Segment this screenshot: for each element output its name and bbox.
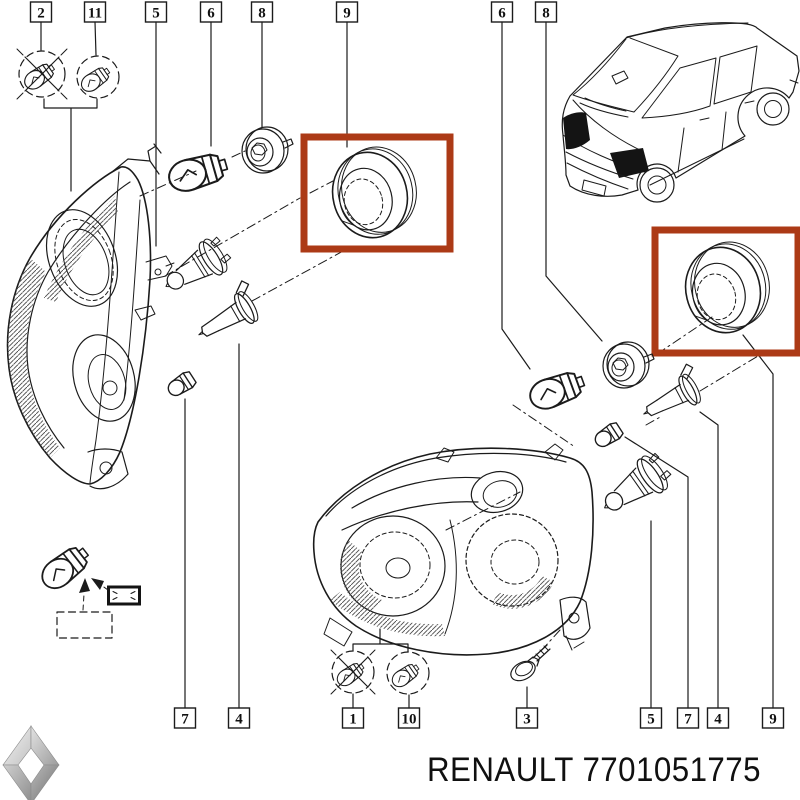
callout-label: 9: [343, 6, 351, 22]
indicator-bulb-left: [164, 148, 232, 197]
callout-box: 5: [144, 1, 168, 23]
callout-box: 11: [83, 1, 107, 23]
blacked-headlight-right: [610, 148, 649, 178]
highlight-box-left: [300, 133, 454, 253]
mounting-screw: [510, 644, 551, 682]
callout-label: 6: [207, 6, 215, 22]
bottom-callouts: 7 4 1 10 3 5 7 4: [173, 707, 785, 729]
arrow-diagonal-icon: [91, 578, 104, 590]
h1-bulb-left: [185, 278, 268, 350]
callout-box: 2: [29, 1, 53, 23]
callout-box: 4: [706, 707, 730, 729]
h7-bulb-left: [155, 232, 237, 304]
callout-label: 7: [684, 712, 692, 728]
callout-box: 6: [490, 1, 514, 23]
wedge-bulb-right: [591, 420, 625, 452]
callout-box: 4: [227, 707, 251, 729]
callout-label: 2: [37, 6, 45, 22]
bulb-icon: [77, 63, 114, 96]
arrow-up-icon: [79, 578, 90, 593]
callout-box: 9: [335, 1, 359, 23]
callout-box: 7: [173, 707, 197, 729]
sealing-cap-left: [322, 138, 427, 247]
callout-box: 3: [515, 707, 539, 729]
leader-lines: [40, 21, 774, 709]
callout-box: 6: [199, 1, 223, 23]
renault-logo: [2, 725, 60, 800]
h7-bulb-right: [592, 448, 677, 525]
bulb-holder-right: [602, 341, 655, 389]
callout-box: 10: [397, 707, 421, 729]
callout-label: 4: [714, 712, 722, 728]
callout-box: 8: [534, 1, 558, 23]
callout-label: 6: [498, 6, 506, 22]
headlight-assembly-left: [6, 143, 175, 490]
callout-label: 11: [88, 6, 102, 22]
callout-label: 8: [258, 6, 266, 22]
crossed-bulb-circle: [330, 649, 376, 695]
callout-label: 9: [769, 712, 777, 728]
indicator-bulb-right: [525, 366, 589, 415]
wedge-bulb-left: [164, 369, 198, 401]
bulb-icon: [388, 660, 423, 691]
callout-label: 5: [152, 6, 160, 22]
callout-box: 5: [639, 707, 663, 729]
spare-slot-dashed-box: [56, 611, 113, 639]
blacked-headlight-left: [563, 112, 590, 150]
callout-label: 3: [523, 712, 531, 728]
spare-bulb-detail: [35, 540, 141, 639]
callout-box: 8: [250, 1, 274, 23]
callout-label: 5: [647, 712, 655, 728]
caption-part-number: RENAULT 7701051775: [427, 751, 761, 789]
callout-label: 7: [181, 712, 189, 728]
lens-marker-box: [107, 585, 141, 606]
sealing-cap-right: [675, 233, 780, 342]
bulb-circle: [386, 651, 430, 695]
cross-out-icon: [24, 56, 60, 92]
callout-label: 4: [235, 712, 243, 728]
headlight-assembly-right: [312, 443, 594, 656]
bulb-holder-left: [241, 126, 294, 174]
cross-out-icon: [337, 656, 369, 688]
car-illustration: [561, 22, 800, 203]
callout-label: 1: [349, 712, 357, 728]
callout-box: 7: [676, 707, 700, 729]
crossed-bulb-circle: [16, 48, 68, 100]
callout-box: 9: [761, 707, 785, 729]
bulb-circle: [76, 55, 120, 99]
callout-box: 1: [341, 707, 365, 729]
top-callouts: 2 11 5 6 8 9 6 8: [29, 1, 558, 23]
callout-label: 8: [542, 6, 550, 22]
callout-label: 10: [402, 712, 417, 728]
highlight-box-right: [651, 226, 800, 357]
